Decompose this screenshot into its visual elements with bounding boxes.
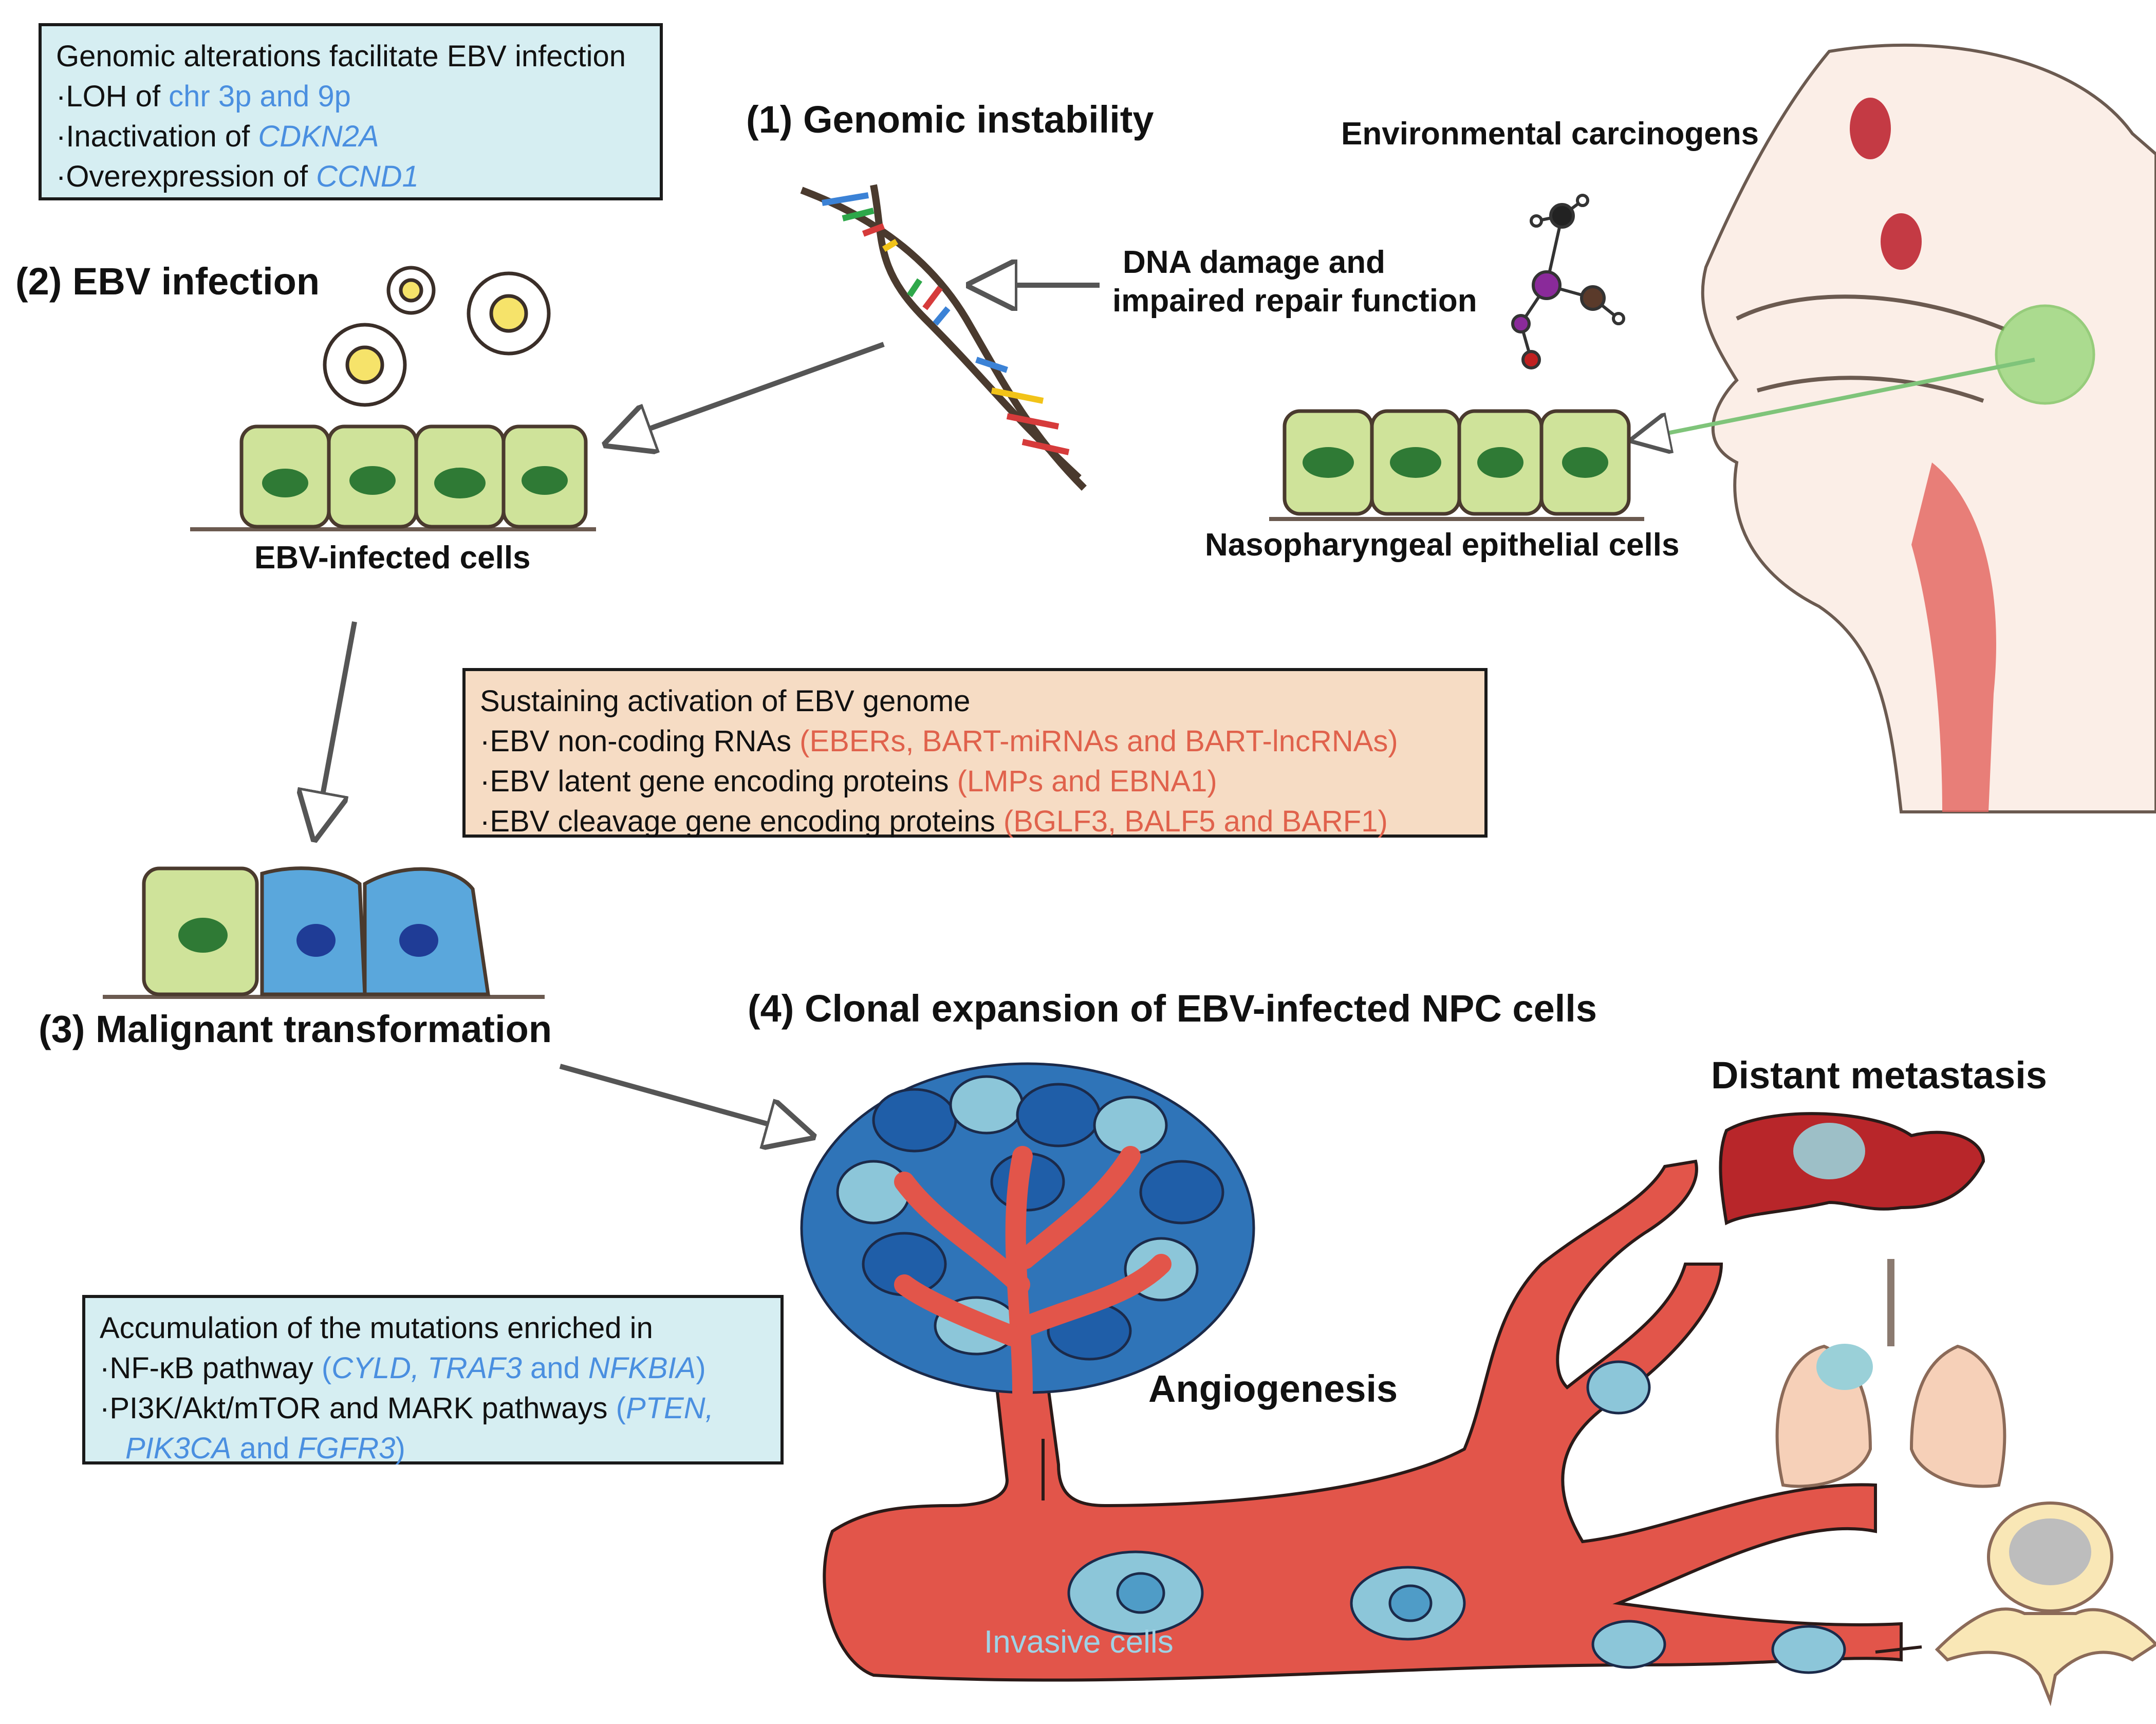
step1-title: (1) Genomic instability [746, 98, 1154, 141]
dna-helix-icon [800, 184, 1087, 491]
nasopharyngeal-cells-label: Nasopharyngeal epithelial cells [1205, 527, 1680, 563]
genomic-alterations-box: Genomic alterations facilitate EBV infec… [39, 23, 663, 200]
angiogenesis-label: Angiogenesis [1148, 1367, 1398, 1410]
item-prefix: ·LOH of [56, 80, 169, 113]
item-prefix: ·EBV non-coding RNAs [480, 725, 800, 758]
ebv-infected-cells-label: EBV-infected cells [254, 540, 531, 576]
vertebra-icon [1935, 1501, 2156, 1707]
ebv-box-item-latent: ·EBV latent gene encoding proteins (LMPs… [480, 762, 1470, 802]
nasopharyngeal-cells-icon [1269, 409, 1644, 521]
head-cross-section-icon [1701, 43, 2156, 813]
gene: PTEN, [625, 1392, 714, 1425]
item-prefix: ·Inactivation of [56, 120, 258, 153]
distant-metastasis-label: Distant metastasis [1711, 1054, 2047, 1097]
genomic-box-heading: Genomic alterations facilitate EBV infec… [56, 40, 626, 73]
mutation-accumulation-box: Accumulation of the mutations enriched i… [82, 1295, 784, 1465]
angiogenesis-vessels-icon [894, 1146, 1172, 1403]
conjunction: and [231, 1432, 298, 1465]
head-to-cells-arrow [1649, 358, 2035, 437]
gene: PIK3CA [125, 1432, 232, 1465]
mutation-box-item-pi3k: ·PI3K/Akt/mTOR and MARK pathways (PTEN, [100, 1388, 766, 1429]
malignant-to-expansion-arrow [559, 1064, 791, 1130]
mutation-box-heading: Accumulation of the mutations enriched i… [100, 1311, 653, 1345]
item-value: chr 3p and 9p [169, 80, 351, 113]
dna-damage-line2: impaired repair function [1112, 283, 1477, 319]
step3-title: (3) Malignant transformation [39, 1008, 552, 1050]
mutation-box-item-pi3k-cont: PIK3CA and FGFR3) [100, 1429, 766, 1469]
item-value: CDKN2A [258, 120, 379, 153]
ebv-genome-activation-box: Sustaining activation of EBV genome ·EBV… [462, 668, 1488, 838]
gene: FGFR3 [298, 1432, 396, 1465]
dna-damage-line1: DNA damage and [1123, 245, 1386, 280]
gene: NFKBIA [588, 1351, 696, 1385]
ebv-infected-cells-icon [190, 424, 596, 531]
step2-title: (2) EBV infection [15, 260, 320, 303]
item-value: (LMPs and EBNA1) [957, 765, 1217, 798]
paren-close: ) [395, 1432, 405, 1465]
infection-to-malignant-arrow [319, 621, 357, 817]
genomic-box-item-ccnd1: ·Overexpression of CCND1 [56, 157, 645, 197]
paren-open: ( [616, 1392, 626, 1425]
ebv-box-item-noncoding: ·EBV non-coding RNAs (EBERs, BART-miRNAs… [480, 721, 1470, 762]
carcinogen-molecule-icon [1511, 194, 1625, 369]
ebv-virus-icon [323, 266, 551, 407]
blood-vessel-icon [823, 1159, 1903, 1682]
item-value: CCND1 [316, 160, 419, 193]
dna-to-infection-arrow [627, 342, 885, 437]
genomic-box-item-cdkn2a: ·Inactivation of CDKN2A [56, 117, 645, 157]
item-prefix: ·NF-κB pathway [100, 1351, 322, 1385]
invasive-cell-icon [1067, 1360, 1846, 1674]
ebv-box-heading: Sustaining activation of EBV genome [480, 684, 971, 718]
item-prefix: ·EBV cleavage gene encoding proteins [480, 805, 1003, 838]
ebv-box-item-cleavage: ·EBV cleavage gene encoding proteins (BG… [480, 802, 1470, 842]
mutation-box-item-nfkb: ·NF-κB pathway (CYLD, TRAF3 and NFKBIA) [100, 1348, 766, 1388]
paren-open: ( [321, 1351, 332, 1385]
item-value: (EBERs, BART-miRNAs and BART-lncRNAs) [800, 725, 1398, 758]
malignant-cells-icon [103, 866, 545, 999]
item-value: (BGLF3, BALF5 and BARF1) [1003, 805, 1388, 838]
step4-title: (4) Clonal expansion of EBV-infected NPC… [748, 987, 1597, 1030]
invasive-cells-label: Invasive cells [984, 1624, 1174, 1660]
metastasis-arrow-icon [1875, 1645, 1922, 1654]
item-prefix: ·PI3K/Akt/mTOR and MARK pathways [100, 1392, 616, 1425]
item-prefix: ·Overexpression of [56, 160, 317, 193]
environmental-carcinogens-label: Environmental carcinogens [1341, 116, 1759, 152]
item-prefix: ·EBV latent gene encoding proteins [480, 765, 957, 798]
paren-close: ) [696, 1351, 706, 1385]
conjunction: and [522, 1351, 588, 1385]
liver-icon [1719, 1112, 1985, 1226]
genomic-box-item-loh: ·LOH of chr 3p and 9p [56, 77, 645, 117]
gene-list: CYLD, TRAF3 [331, 1351, 522, 1385]
lungs-icon [1775, 1259, 2006, 1488]
